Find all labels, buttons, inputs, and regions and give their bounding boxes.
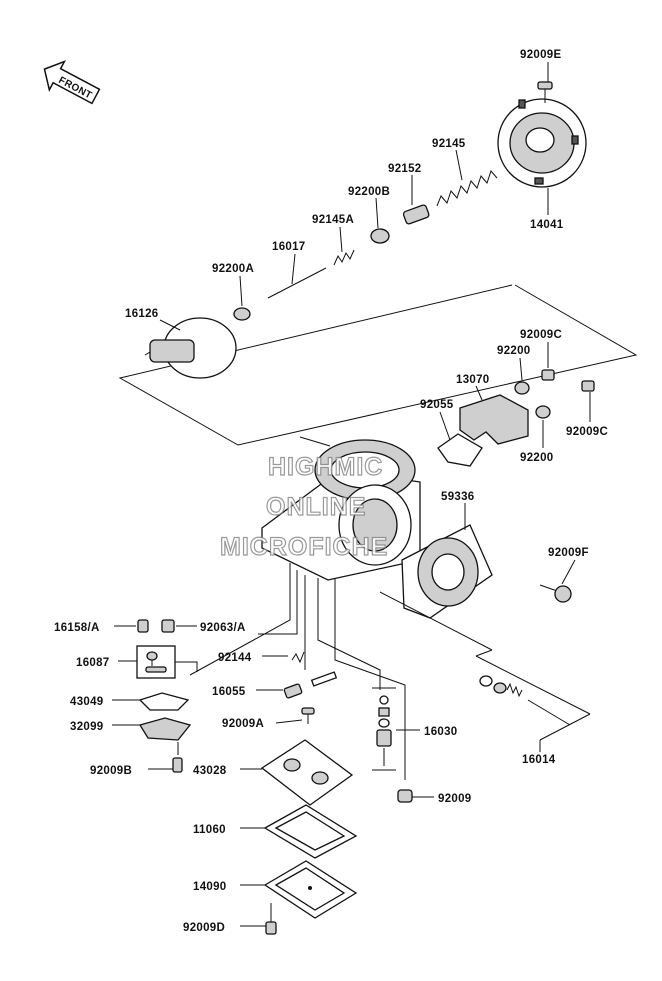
label-92145A: 92145A bbox=[312, 214, 354, 226]
label-59336: 59336 bbox=[441, 491, 474, 503]
washer-92200B-part bbox=[370, 228, 390, 244]
upper-frame bbox=[118, 284, 638, 446]
kit-16087-part bbox=[145, 651, 167, 673]
label-92152: 92152 bbox=[388, 163, 421, 175]
label-16014: 16014 bbox=[522, 754, 556, 766]
screw-assembly-16014-part bbox=[479, 675, 571, 726]
screw-92009E-part bbox=[537, 81, 553, 103]
washer-92200-top-part bbox=[514, 381, 530, 395]
needle-16017-part bbox=[267, 267, 327, 299]
label-92200-bottom: 92200 bbox=[520, 452, 553, 464]
label-16030: 16030 bbox=[424, 726, 457, 738]
label-16055: 16055 bbox=[212, 686, 246, 698]
lead-92144 bbox=[258, 570, 298, 635]
diaphragm-14090-part bbox=[263, 860, 358, 919]
label-92009E: 92009E bbox=[520, 49, 561, 61]
screw-92009A-part bbox=[301, 707, 315, 724]
label-43049: 43049 bbox=[70, 696, 103, 708]
bracket-13070-part bbox=[459, 394, 529, 445]
kit-16087-box bbox=[136, 645, 176, 679]
gasket-92055-part bbox=[437, 433, 483, 467]
label-92063A: 92063/A bbox=[200, 622, 246, 634]
lead-frame-2 bbox=[475, 655, 591, 715]
watermark-line-1: HIGHMIC bbox=[268, 453, 383, 481]
cover-32099-part bbox=[138, 717, 192, 741]
label-92009D: 92009D bbox=[183, 922, 225, 934]
plug-16158-part bbox=[137, 619, 149, 633]
pump-59336-part bbox=[401, 524, 493, 619]
lead-frame-1 bbox=[379, 591, 493, 651]
label-16126: 16126 bbox=[125, 308, 158, 320]
lead-frame-4 bbox=[539, 713, 591, 741]
label-92055: 92055 bbox=[420, 399, 454, 411]
label-16087: 16087 bbox=[76, 657, 109, 669]
gasket-11060-part bbox=[263, 804, 358, 859]
lead-16030 bbox=[317, 578, 381, 690]
washer-92200A-part bbox=[233, 307, 251, 321]
cover-14041-part bbox=[497, 98, 587, 188]
screw-92009F-part bbox=[539, 584, 572, 603]
label-43028: 43028 bbox=[193, 765, 227, 777]
washer-92200-bottom-part bbox=[535, 405, 551, 419]
lead-16087 bbox=[175, 661, 198, 672]
label-14090: 14090 bbox=[193, 881, 226, 893]
watermark: HIGHMIC ONLINE MICROFICHE bbox=[219, 452, 388, 561]
label-11060: 11060 bbox=[193, 824, 226, 836]
label-92145: 92145 bbox=[432, 138, 466, 150]
leader-lines bbox=[112, 62, 591, 927]
label-92009: 92009 bbox=[438, 793, 471, 805]
label-92009F: 92009F bbox=[548, 547, 589, 559]
label-32099: 32099 bbox=[70, 721, 103, 733]
watermark-line-2: ONLINE bbox=[266, 493, 366, 521]
label-92200B: 92200B bbox=[348, 186, 390, 198]
part-labels: 92009E 92145 92152 92200B 92145A 16017 9… bbox=[54, 49, 608, 934]
screw-92009D-part bbox=[265, 903, 277, 935]
screw-92009C-right-part bbox=[581, 380, 595, 392]
label-92009C-right: 92009C bbox=[566, 426, 608, 438]
label-16158A: 16158/A bbox=[54, 622, 100, 634]
diaphragm-16126-part bbox=[144, 317, 237, 379]
plug-92063-part bbox=[161, 619, 175, 633]
spring-92145A-part bbox=[333, 249, 355, 266]
gasket-43049-part bbox=[138, 692, 190, 711]
jet-set-16030-part bbox=[372, 687, 396, 771]
diaphragm-43028-part bbox=[260, 739, 354, 806]
label-14041: 14041 bbox=[530, 219, 564, 231]
label-16017: 16017 bbox=[272, 241, 305, 253]
carburetor-body-part bbox=[261, 436, 421, 581]
lead-92009 bbox=[334, 578, 406, 780]
lead-frame-3 bbox=[475, 649, 493, 657]
screw-92009B-part bbox=[172, 757, 183, 773]
label-13070: 13070 bbox=[456, 374, 489, 386]
label-92200-top: 92200 bbox=[497, 345, 530, 357]
label-92009B: 92009B bbox=[90, 765, 132, 777]
screw-92009C-top-part bbox=[541, 369, 555, 381]
watermark-line-3: MICROFICHE bbox=[220, 533, 388, 561]
screw-92009-part bbox=[397, 789, 413, 803]
front-arrow-badge: FRONT bbox=[43, 60, 101, 105]
label-92200A: 92200A bbox=[212, 263, 254, 275]
label-92009C-top: 92009C bbox=[520, 329, 562, 341]
label-92009A: 92009A bbox=[222, 718, 264, 730]
label-92144: 92144 bbox=[218, 652, 252, 664]
needle-16055-part bbox=[283, 671, 338, 699]
spring-92145-part bbox=[436, 170, 498, 207]
spring-92144-part bbox=[291, 651, 305, 664]
fitting-92152-part bbox=[402, 204, 430, 225]
lead-43049 bbox=[189, 563, 291, 676]
